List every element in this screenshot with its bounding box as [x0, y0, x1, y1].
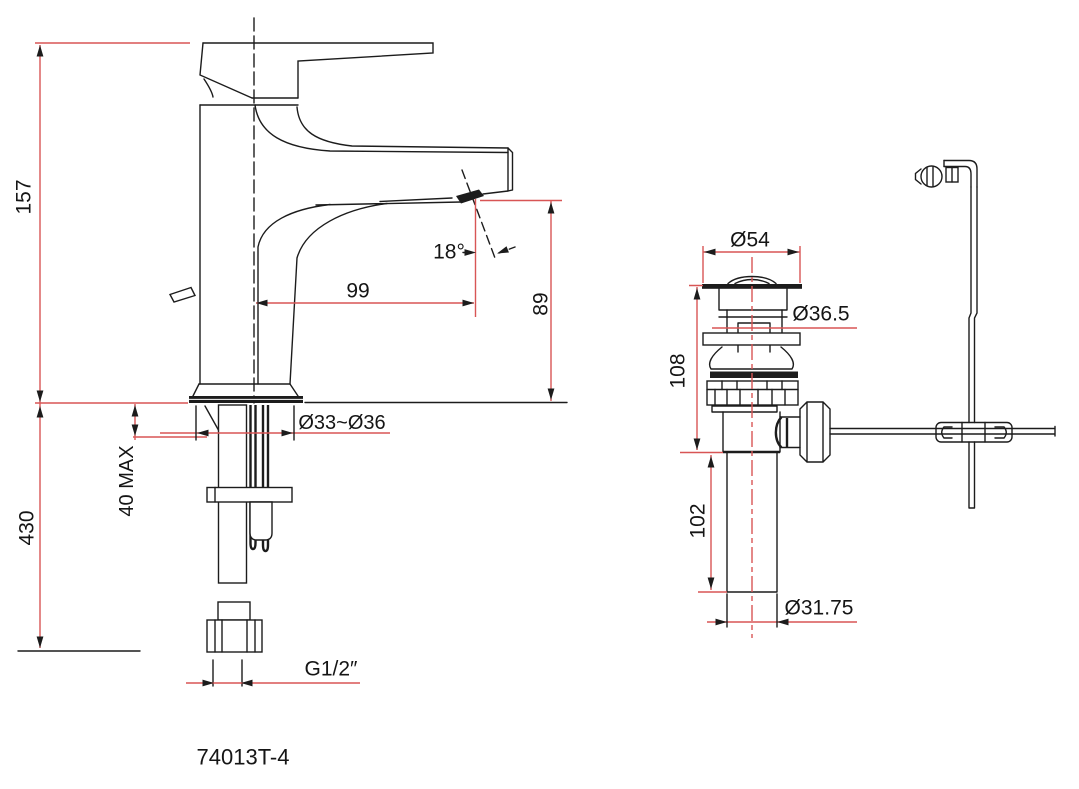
dim-mounting-hole: Ø33~Ø36: [298, 412, 385, 434]
spout-aerator: [456, 189, 484, 204]
faucet-under-counter-parts: [204, 404, 293, 687]
dim-tailpiece-length: 102: [687, 503, 710, 538]
spout-top-edge: [296, 106, 509, 149]
faucet-side-view: [17, 17, 568, 687]
upper-height-dimension-line: [680, 284, 723, 454]
drain-assembly-view: [702, 257, 831, 638]
dim-spout-reach: 99: [346, 280, 369, 303]
rubber-gasket: [710, 371, 798, 378]
dim-tailpiece-diameter: Ø31.75: [785, 597, 854, 620]
tail-length-dimension-line: [698, 455, 727, 593]
dim-spout-angle: 18°: [433, 241, 465, 264]
popup-rod-lever: [168, 286, 196, 303]
rod-clamp: [935, 421, 1013, 443]
flange-dimension-line: [702, 246, 801, 283]
shank-cone-edge: [204, 405, 220, 432]
dim-upper-height: 108: [667, 353, 690, 388]
dim-flange-diameter: Ø54: [730, 229, 770, 252]
faucet-body: [168, 104, 514, 403]
hose-nut: [206, 619, 263, 653]
dim-body-diameter: Ø36.5: [792, 303, 849, 326]
dim-under-counter-length: 430: [16, 510, 39, 545]
dim-overall-height: 157: [13, 179, 36, 214]
spray-angle-dashed-line: [461, 169, 496, 259]
reach-dimension-line: [256, 199, 477, 317]
spout-height-dimension-line: [480, 199, 562, 401]
dim-inlet-thread: G1/2″: [305, 658, 359, 681]
faucet-handle: [199, 42, 434, 99]
lift-rod-bracket: [943, 159, 978, 188]
dimension-lines: [35, 42, 857, 684]
pivot-nut: [799, 401, 831, 463]
horseshoe-washer: [206, 486, 293, 503]
lift-rod: [968, 186, 978, 509]
dim-max-deck-thickness: 40 MAX: [116, 445, 138, 516]
pivot-housing: [711, 401, 831, 463]
mounting-stud: [249, 405, 257, 551]
lift-rod-assembly: [829, 159, 1056, 509]
lift-rod-knob: [920, 165, 943, 188]
dim-spout-height: 89: [530, 292, 553, 315]
thread-extension-lines: [212, 659, 243, 687]
dimension-labels: 157 430 40 MAX Ø33~Ø36 99 18° 89 G1/2″ Ø…: [13, 179, 854, 769]
popup-cap: [727, 275, 777, 285]
pivot-ball: [774, 416, 783, 449]
model-number-label: 74013T-4: [197, 745, 290, 770]
pull-rod: [261, 405, 270, 553]
hose-connector: [217, 601, 251, 621]
mounting-nut: [249, 501, 273, 541]
drain-body: [702, 288, 831, 593]
